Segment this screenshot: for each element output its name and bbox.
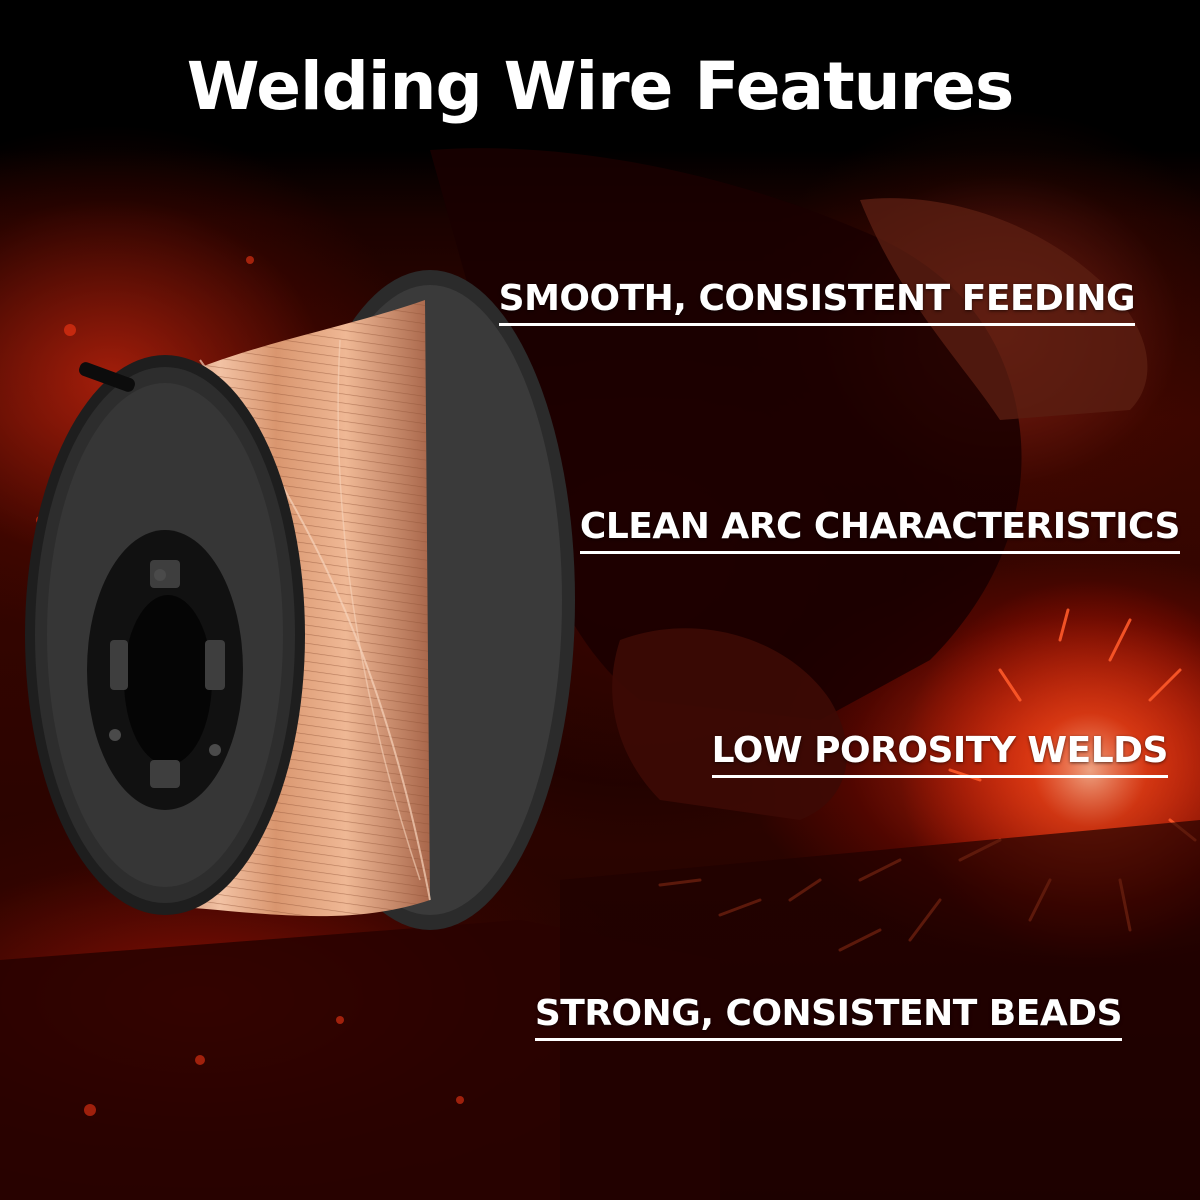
feature-strong-beads: STRONG, CONSISTENT BEADS (534, 994, 1123, 1041)
page-title: Welding Wire Features (186, 48, 1014, 125)
feature-smooth-feeding: SMOOTH, CONSISTENT FEEDING (498, 279, 1136, 326)
feature-clean-arc: CLEAN ARC CHARACTERISTICS (579, 507, 1181, 554)
feature-low-porosity: LOW POROSITY WELDS (711, 731, 1169, 778)
